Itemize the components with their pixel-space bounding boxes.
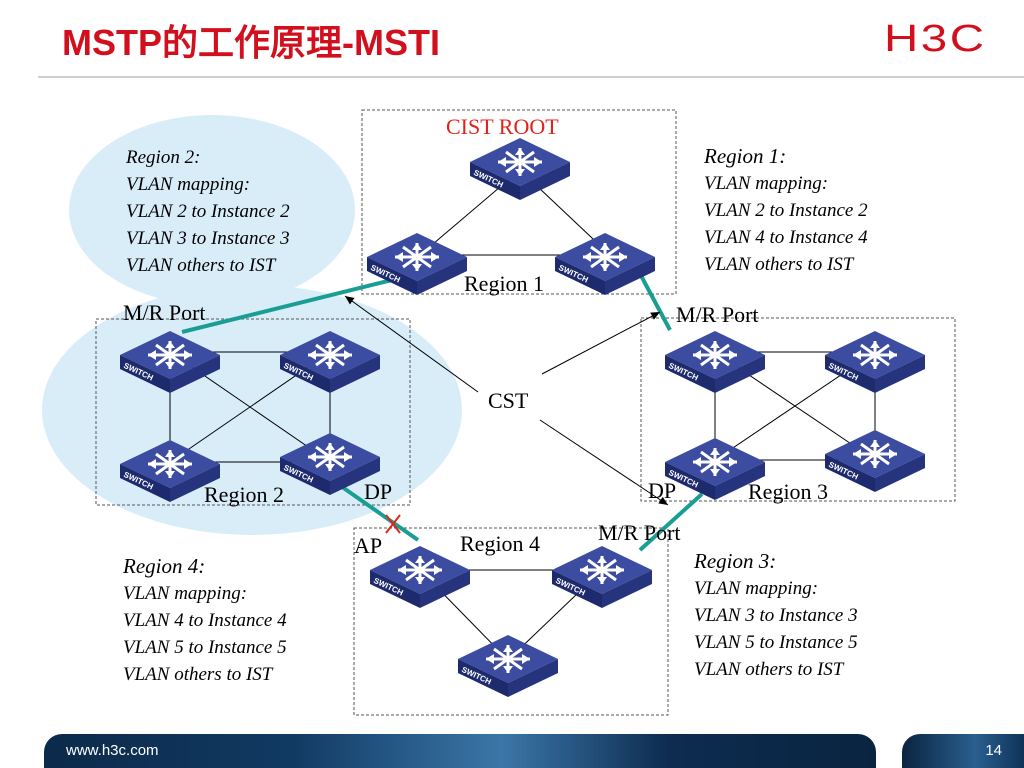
region2-label: Region 2 xyxy=(204,482,285,507)
region1-box xyxy=(361,109,677,295)
link-region2-region4 xyxy=(333,480,420,542)
region4-note: Region 4: VLAN mapping: VLAN 4 to Instan… xyxy=(123,554,287,685)
cist-root-label: CIST ROOT xyxy=(446,114,559,139)
region3-label: Region 3 xyxy=(748,479,829,504)
cst-arrow-region4 xyxy=(539,419,669,506)
region3-note: Region 3: VLAN mapping: VLAN 3 to Instan… xyxy=(694,549,858,680)
region4-box xyxy=(353,527,669,716)
switch-r3-br xyxy=(823,428,927,494)
dp-left-label: DP xyxy=(364,479,393,504)
h3c-logo: H3C xyxy=(884,18,987,60)
footer-page-bar: 14 xyxy=(902,734,1024,768)
region2-note-bubble xyxy=(69,115,355,305)
footer-url[interactable]: www.h3c.com xyxy=(66,742,159,759)
switch-r1-right xyxy=(553,231,657,297)
region2-note: Region 2: VLAN mapping: VLAN 2 to Instan… xyxy=(126,147,290,276)
page-number: 14 xyxy=(985,742,1002,759)
switch-r4-left xyxy=(368,544,472,610)
region1-label: Region 1 xyxy=(464,271,545,296)
link-region1-region3 xyxy=(636,269,672,331)
cst-arrow-region2 xyxy=(344,295,479,393)
switch-r1-left xyxy=(365,231,469,297)
mr-port-left-label: M/R Port xyxy=(123,300,206,325)
switch-root xyxy=(468,136,572,202)
switch-r4-right xyxy=(550,544,654,610)
blocked-port-x xyxy=(385,514,401,534)
mr-port-bottom-label: M/R Port xyxy=(598,520,681,545)
region4-label: Region 4 xyxy=(460,531,541,556)
region1-note: Region 1: VLAN mapping: VLAN 2 to Instan… xyxy=(704,144,868,275)
link-region2-region1 xyxy=(181,278,393,334)
cst-arrow-region3 xyxy=(541,311,661,375)
region3-box xyxy=(640,317,956,502)
cst-label: CST xyxy=(488,388,529,413)
slide-title: MSTP的工作原理-MSTI xyxy=(62,22,440,63)
region2-box xyxy=(95,318,411,506)
switch-r3-tl xyxy=(663,329,767,395)
footer-bar: www.h3c.com xyxy=(44,734,876,768)
switch-r3-tr xyxy=(823,329,927,395)
link-region4-region3 xyxy=(638,492,704,552)
mr-port-right-label: M/R Port xyxy=(676,302,759,327)
dp-right-label: DP xyxy=(648,478,677,503)
ap-label: AP xyxy=(354,533,383,558)
switch-r4-bottom xyxy=(456,633,560,699)
title-divider xyxy=(38,76,1024,78)
